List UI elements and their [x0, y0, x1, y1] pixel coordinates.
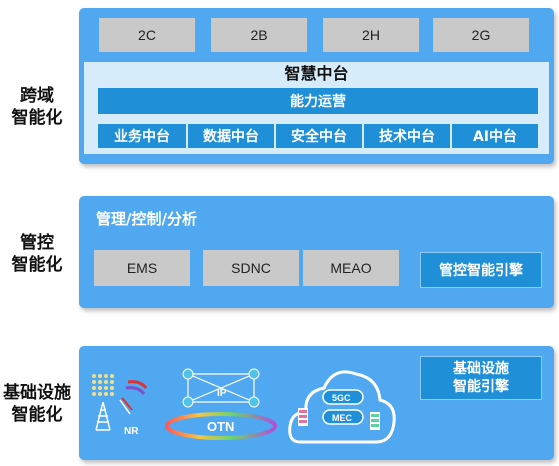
ip-label: IP: [217, 388, 227, 399]
nr-label: NR: [124, 426, 139, 437]
sdnc-box: SDNC: [203, 250, 299, 286]
server-icon-left: [298, 408, 308, 426]
row-label-line1: 管控: [20, 233, 54, 253]
row-label-control: 管控 智能化: [0, 232, 74, 276]
row-label-line1: 基础设施: [3, 383, 71, 403]
row-label-line2: 智能化: [11, 108, 63, 128]
otn-label: OTN: [207, 419, 234, 434]
sub-platform-business: 业务中台: [98, 124, 186, 148]
row-label-infrastructure: 基础设施 智能化: [0, 382, 74, 426]
control-intelligent-engine: 管控智能引擎: [420, 252, 542, 288]
app-box-2h: 2H: [323, 18, 419, 52]
cloud-5gc-label: 5GC: [332, 393, 351, 403]
app-box-2g: 2G: [433, 18, 529, 52]
ip-otn-network-icon: IP OTN: [165, 368, 277, 440]
row-label-cross-domain: 跨域 智能化: [0, 85, 74, 129]
sub-platform-ai: AI中台: [452, 124, 538, 148]
smart-middle-platform-title: 智慧中台: [284, 64, 349, 83]
app-box-2c: 2C: [99, 18, 195, 52]
engine-line1: 基础设施: [453, 361, 509, 377]
ems-box: EMS: [94, 250, 190, 286]
infrastructure-intelligent-engine: 基础设施 智能引擎: [420, 356, 542, 400]
row-label-line2: 智能化: [11, 405, 63, 425]
control-panel-title: 管理/控制/分析: [96, 210, 197, 228]
capability-operations-bar: 能力运营: [98, 88, 538, 114]
row-label-line2: 智能化: [11, 255, 63, 275]
cloud-mec-label: MEC: [332, 413, 353, 423]
sub-platform-security: 安全中台: [276, 124, 362, 148]
cloud-core-icon: 5GC MEC: [288, 370, 396, 444]
row-label-line1: 跨域: [20, 86, 54, 106]
server-icon-right: [370, 412, 380, 430]
engine-line2: 智能引擎: [453, 379, 509, 395]
sub-platform-data: 数据中台: [188, 124, 274, 148]
meao-box: MEAO: [303, 250, 399, 286]
sub-platform-technology: 技术中台: [364, 124, 450, 148]
app-box-2b: 2B: [211, 18, 307, 52]
nr-antenna-icon: NR: [92, 374, 148, 437]
